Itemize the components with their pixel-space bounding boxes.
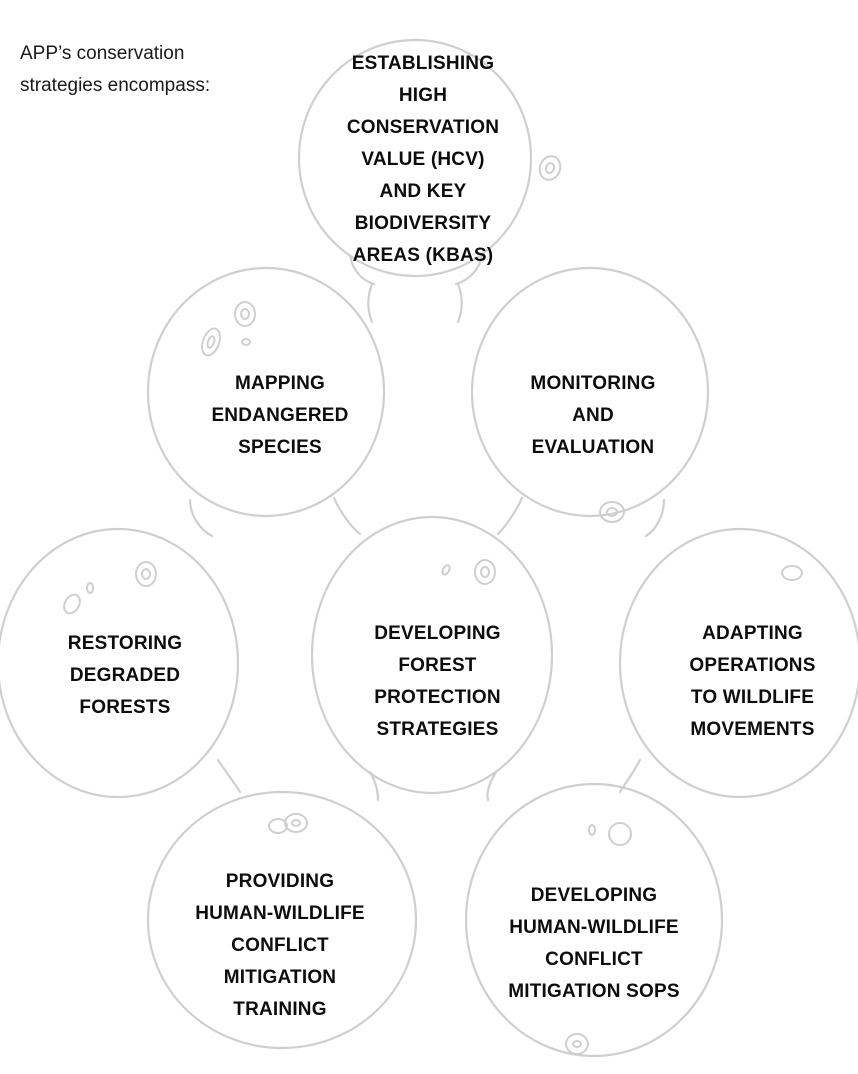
spot-decoration (234, 301, 256, 327)
intro-line: strategies encompass: (20, 75, 211, 96)
blob-mapping (146, 266, 386, 518)
blob-adapting (618, 527, 858, 799)
strategy-line: BIODIVERSITY (354, 213, 492, 234)
strategy-line: TO WILDLIFE (690, 687, 815, 708)
strategy-hcv-kba: ESTABLISHING HIGH CONSERVATION VALUE (HC… (338, 48, 508, 272)
spot-decoration (441, 564, 451, 576)
spot-decoration (572, 1040, 582, 1048)
spot-decoration (781, 565, 803, 581)
bridge-row2-right (644, 498, 666, 538)
bridge-mid-left (367, 282, 374, 324)
blob-forest-protection (310, 515, 554, 795)
strategy-line: MITIGATION SOPS (508, 981, 680, 1002)
spot-decoration (201, 327, 221, 357)
spot-decoration (291, 819, 301, 827)
strategy-line: FORESTS (79, 697, 171, 718)
bridge-row3-right (618, 758, 642, 794)
strategy-line: CONFLICT (545, 949, 643, 970)
strategy-line: DEVELOPING (374, 623, 501, 644)
spot-decoration (588, 824, 596, 836)
strategy-line: DEVELOPING (530, 885, 658, 906)
spot-decoration (606, 507, 618, 517)
spot-decoration (480, 566, 490, 578)
strategy-line: HUMAN-WILDLIFE (509, 917, 679, 938)
strategy-line: HIGH (398, 85, 448, 106)
strategy-line: EVALUATION (531, 437, 655, 458)
spot-decoration (86, 582, 94, 594)
strategy-line: DEGRADED (69, 665, 181, 686)
spot-decoration (608, 822, 632, 846)
spot-decoration (474, 559, 496, 585)
strategy-forest-protection: DEVELOPING FOREST PROTECTION STRATEGIES (350, 618, 525, 746)
strategy-line: AND KEY (379, 181, 467, 202)
strategy-line: CONSERVATION (346, 117, 500, 138)
strategy-line: SPECIES (238, 437, 322, 458)
strategy-line: STRATEGIES (376, 719, 499, 740)
intro-text: APP’s conservation strategies encompass: (20, 38, 280, 102)
strategy-sops: DEVELOPING HUMAN-WILDLIFE CONFLICT MITIG… (484, 880, 704, 1008)
spot-decoration (538, 155, 562, 181)
spot-decoration (141, 568, 151, 580)
spot-decoration (240, 308, 250, 320)
strategy-line: ENDANGERED (211, 405, 349, 426)
spot-decoration (241, 338, 251, 346)
spot-decoration (206, 335, 216, 349)
blob-sops (464, 782, 724, 1058)
spot-decoration (268, 818, 288, 834)
strategy-monitoring: MONITORING AND EVALUATION (503, 368, 683, 464)
strategy-line: AREAS (KBAS) (352, 245, 494, 266)
strategy-training: PROVIDING HUMAN-WILDLIFE CONFLICT MITIGA… (180, 866, 380, 1026)
intro-line: APP’s conservation (20, 43, 185, 64)
spot-decoration (599, 501, 625, 523)
bridge-row3-left (216, 758, 242, 794)
blob-hcv-kba (297, 38, 533, 278)
strategy-line: PROVIDING (225, 871, 335, 892)
bridge-top-left (348, 253, 376, 286)
strategy-adapting: ADAPTING OPERATIONS TO WILDLIFE MOVEMENT… (655, 618, 850, 746)
strategy-line: RESTORING (67, 633, 183, 654)
bridge-mid-right (456, 282, 463, 324)
bridge-row3-center-l (368, 770, 380, 802)
blob-restoring (0, 527, 240, 799)
bridge-row2-center-l (332, 496, 362, 536)
strategy-line: AND (572, 405, 614, 426)
strategy-line: CONFLICT (231, 935, 329, 956)
bridge-row3-center-r (486, 770, 498, 802)
strategy-line: HUMAN-WILDLIFE (195, 903, 365, 924)
strategy-line: FOREST (398, 655, 477, 676)
strategy-line: OPERATIONS (689, 655, 816, 676)
strategy-restoring: RESTORING DEGRADED FORESTS (40, 628, 210, 724)
spot-decoration (544, 162, 556, 174)
blob-training (146, 790, 418, 1050)
bridge-top-right (454, 253, 484, 286)
strategy-line: VALUE (HCV) (361, 149, 485, 170)
blob-monitoring (470, 266, 710, 518)
bridge-row2-center-r (496, 496, 524, 536)
bridge-row2-left (188, 498, 214, 538)
strategy-line: MOVEMENTS (690, 719, 815, 740)
spot-decoration (284, 813, 308, 833)
strategy-line: ADAPTING (702, 623, 803, 644)
strategy-line: ESTABLISHING (351, 53, 495, 74)
spot-decoration (565, 1033, 589, 1055)
strategy-line: TRAINING (233, 999, 327, 1020)
spot-decoration (63, 593, 81, 615)
strategy-line: MAPPING (234, 373, 326, 394)
strategy-line: MONITORING (530, 373, 656, 394)
strategy-line: MITIGATION (223, 967, 337, 988)
spot-decoration (135, 561, 157, 587)
strategy-mapping: MAPPING ENDANGERED SPECIES (190, 368, 370, 464)
strategy-line: PROTECTION (374, 687, 501, 708)
